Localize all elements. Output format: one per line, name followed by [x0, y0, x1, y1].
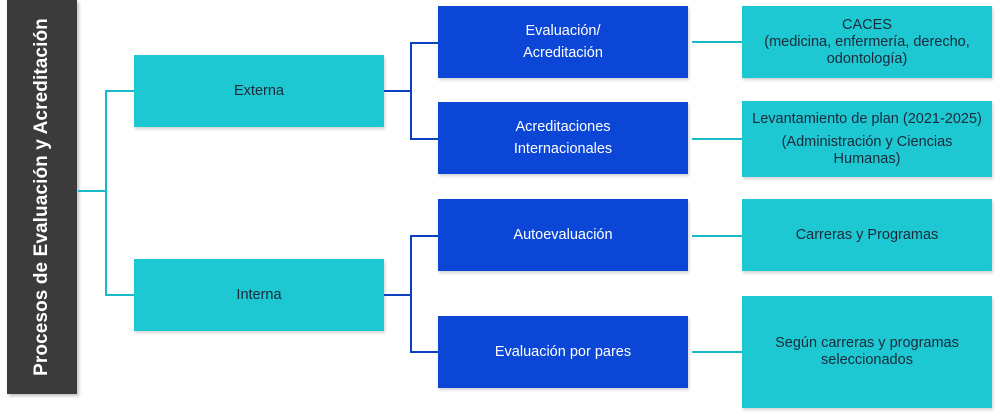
node-levantamiento: Levantamiento de plan (2021-2025) (Admin…: [742, 101, 992, 177]
node-caces: CACES (medicina, enfermería, derecho, od…: [742, 6, 992, 78]
node-segun-carreras: Según carreras y programas seleccionados: [742, 296, 992, 408]
node-autoevaluacion-label: Autoevaluación: [513, 227, 613, 243]
node-carreras: Carreras y Programas: [742, 199, 992, 271]
node-evaluacion-acreditacion-line1: Evaluación/: [525, 23, 601, 39]
connector-to-carreras: [692, 235, 742, 237]
connector-interna-stem: [384, 294, 411, 296]
node-acreditaciones-internacionales-line2: Internacionales: [513, 141, 613, 157]
connector-to-autoevaluacion: [410, 235, 438, 237]
connector-level1-vertical: [105, 90, 107, 295]
node-acreditaciones-internacionales-line1: Acreditaciones: [515, 119, 611, 135]
connector-to-evaluacion-acreditacion: [410, 42, 438, 44]
node-interna-label: Interna: [236, 287, 282, 303]
node-interna: Interna: [134, 259, 384, 331]
node-evaluacion-acreditacion-line2: Acreditación: [523, 45, 603, 61]
connector-to-levantamiento: [692, 138, 742, 140]
node-evaluacion-acreditacion: Evaluación/ Acreditación: [438, 6, 688, 78]
node-levantamiento-detail: (Administración y Ciencias Humanas): [781, 133, 953, 167]
connector-to-acreditaciones-internacionales: [410, 138, 438, 140]
connector-interna-vertical: [410, 235, 412, 353]
connector-to-evaluacion-pares: [410, 351, 438, 353]
node-segun-carreras-label: Según carreras y programas seleccionados: [775, 335, 959, 368]
node-caces-detail: (medicina, enfermería, derecho, odontolo…: [764, 33, 970, 67]
connector-root-stem: [78, 190, 106, 192]
node-evaluacion-pares: Evaluación por pares: [438, 316, 688, 388]
node-evaluacion-pares-label: Evaluación por pares: [494, 344, 632, 360]
node-externa: Externa: [134, 55, 384, 127]
connector-to-externa: [105, 90, 134, 92]
node-caces-title: CACES: [842, 16, 892, 33]
connector-to-interna: [105, 294, 134, 296]
node-externa-label: Externa: [234, 83, 284, 99]
connector-externa-stem: [384, 90, 411, 92]
node-levantamiento-title: Levantamiento de plan (2021-2025): [752, 110, 982, 127]
root-label: Procesos de Evaluación y Acreditación: [31, 18, 52, 376]
node-autoevaluacion: Autoevaluación: [438, 199, 688, 271]
node-carreras-label: Carreras y Programas: [795, 226, 939, 243]
connector-externa-vertical: [410, 42, 412, 140]
connector-to-caces: [692, 41, 742, 43]
connector-to-segun-carreras: [692, 351, 742, 353]
root-node: [7, 0, 77, 394]
node-acreditaciones-internacionales: Acreditaciones Internacionales: [438, 102, 688, 174]
